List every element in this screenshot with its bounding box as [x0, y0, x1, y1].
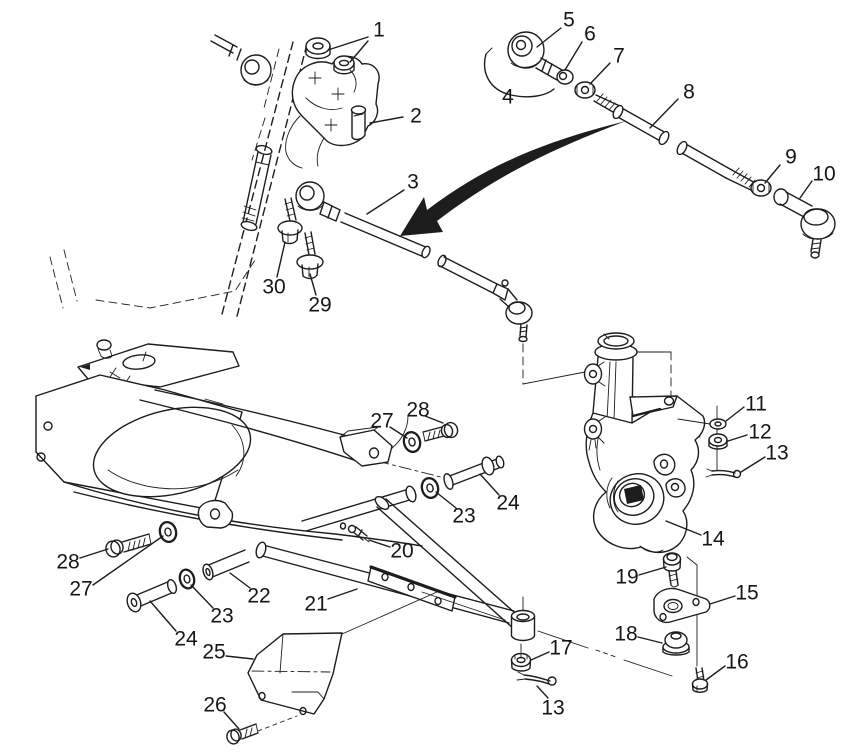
part-callout-4: 4	[502, 86, 514, 109]
leader-line-16	[705, 665, 726, 681]
part-callout-12: 12	[748, 421, 771, 444]
leader-line-7	[589, 62, 611, 85]
part-callout-20: 20	[390, 540, 413, 563]
frame	[35, 249, 423, 547]
flange-bolts-29-30	[277, 197, 324, 280]
part-callout-21: 21	[304, 593, 327, 616]
part-callout-15: 15	[735, 582, 758, 605]
leader-line-20	[368, 539, 391, 548]
leader-line-21	[327, 588, 358, 600]
leader-line-2	[369, 116, 404, 124]
leader-line-26	[223, 711, 240, 730]
leader-line-12	[727, 434, 748, 442]
part-callout-6: 6	[584, 23, 596, 46]
part-callout-11: 11	[745, 393, 767, 416]
a-arm-pivot-lower	[105, 499, 250, 613]
leader-line-10	[799, 180, 813, 199]
part-callout-24: 24	[496, 492, 520, 515]
part-callout-13: 13	[541, 697, 564, 720]
leader-line-23	[190, 584, 214, 609]
part-callout-23: 23	[210, 605, 233, 628]
tie-rod-center	[295, 181, 586, 385]
leader-line-9	[764, 164, 781, 184]
part-callout-28: 28	[406, 399, 429, 422]
part-callouts: 1234567891011121314151617181913202122232…	[56, 9, 836, 730]
part-callout-17: 17	[549, 637, 572, 660]
steering-column-clamp	[285, 37, 380, 169]
a-arm	[255, 485, 536, 653]
leader-line-23	[435, 491, 457, 509]
leader-line-18	[637, 636, 663, 644]
part-callout-18: 18	[614, 623, 637, 646]
part-callout-28: 28	[56, 551, 79, 574]
leader-line-13	[740, 456, 766, 473]
leader-line-6	[564, 41, 583, 71]
castle-nut-17	[510, 652, 532, 672]
part-callout-9: 9	[785, 146, 797, 169]
part-callout-16: 16	[725, 651, 748, 674]
part-callout-29: 29	[308, 294, 331, 317]
ball-joint-hardware	[653, 552, 711, 693]
part-callout-27: 27	[69, 578, 92, 601]
part-callout-8: 8	[683, 81, 695, 104]
part-callout-23: 23	[452, 505, 475, 528]
part-callout-1: 1	[373, 19, 385, 42]
leader-line-30	[276, 241, 286, 278]
leader-line-3	[366, 189, 405, 215]
part-callout-26: 26	[203, 694, 226, 717]
a-arm-pivot-upper	[339, 421, 505, 500]
leader-line-27	[389, 426, 408, 439]
leader-line-22	[229, 572, 251, 589]
leader-line-25	[225, 655, 254, 660]
leader-line-27	[92, 535, 164, 586]
tie-rod-assembly-top	[484, 31, 836, 259]
part-callout-3: 3	[407, 171, 419, 194]
leader-line-1	[327, 36, 369, 51]
leader-line-28	[424, 415, 444, 424]
part-callout-25: 25	[202, 641, 225, 664]
leader-line-19	[638, 566, 667, 576]
skid-plate	[226, 632, 343, 745]
leader-line-29	[309, 273, 317, 296]
leader-line-1	[349, 40, 369, 63]
cotter-pin-13-bottom	[516, 671, 557, 686]
leader-line-24	[149, 600, 177, 632]
tie-rod-end-upper-left	[210, 34, 272, 86]
part-callout-10: 10	[812, 163, 835, 186]
leader-line-5	[536, 27, 562, 48]
part-callout-24: 24	[174, 628, 198, 651]
leader-line-11	[725, 406, 745, 422]
leader-line-17	[530, 651, 550, 661]
part-callout-14: 14	[701, 528, 725, 551]
leader-line-14	[665, 520, 702, 536]
part-callout-27: 27	[370, 410, 393, 433]
direction-arrow	[400, 121, 626, 236]
knuckle-stud-hardware	[705, 405, 742, 479]
part-callout-13: 13	[765, 442, 788, 465]
part-callout-22: 22	[247, 585, 270, 608]
leader-line-24	[479, 473, 500, 496]
part-callout-30: 30	[262, 276, 285, 299]
part-callout-2: 2	[410, 105, 422, 128]
alignment-lines	[341, 591, 673, 677]
part-callout-7: 7	[613, 45, 625, 68]
leader-line-28	[79, 548, 109, 559]
part-callout-19: 19	[615, 566, 638, 589]
part-callout-5: 5	[563, 9, 575, 32]
leader-line-13	[536, 685, 549, 699]
leader-line-8	[649, 98, 679, 129]
steering-knuckle	[583, 332, 711, 554]
leader-line-15	[709, 595, 736, 605]
